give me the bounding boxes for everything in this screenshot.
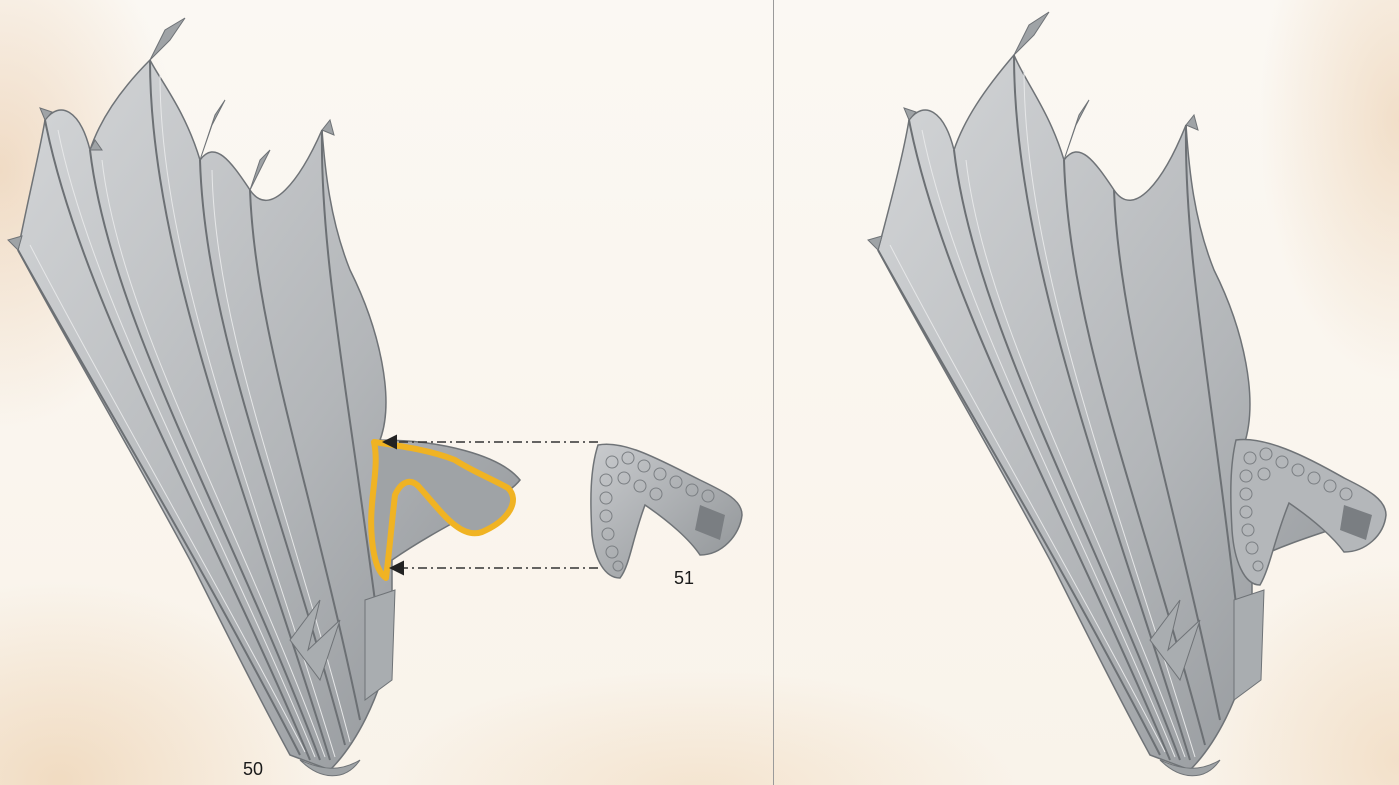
wing-part-illustration: [0, 0, 773, 785]
assembled-result-panel: [774, 0, 1399, 785]
assembly-step-panel: 50 51: [0, 0, 773, 785]
wing-membrane: [18, 60, 520, 770]
assembled-wing-illustration: [774, 0, 1399, 785]
part-number-label-50: 50: [243, 760, 263, 778]
part-51-illustration: [591, 444, 742, 578]
part-number-label-51: 51: [674, 569, 694, 587]
attached-part-51: [1231, 439, 1386, 585]
wing-membrane: [878, 55, 1384, 770]
